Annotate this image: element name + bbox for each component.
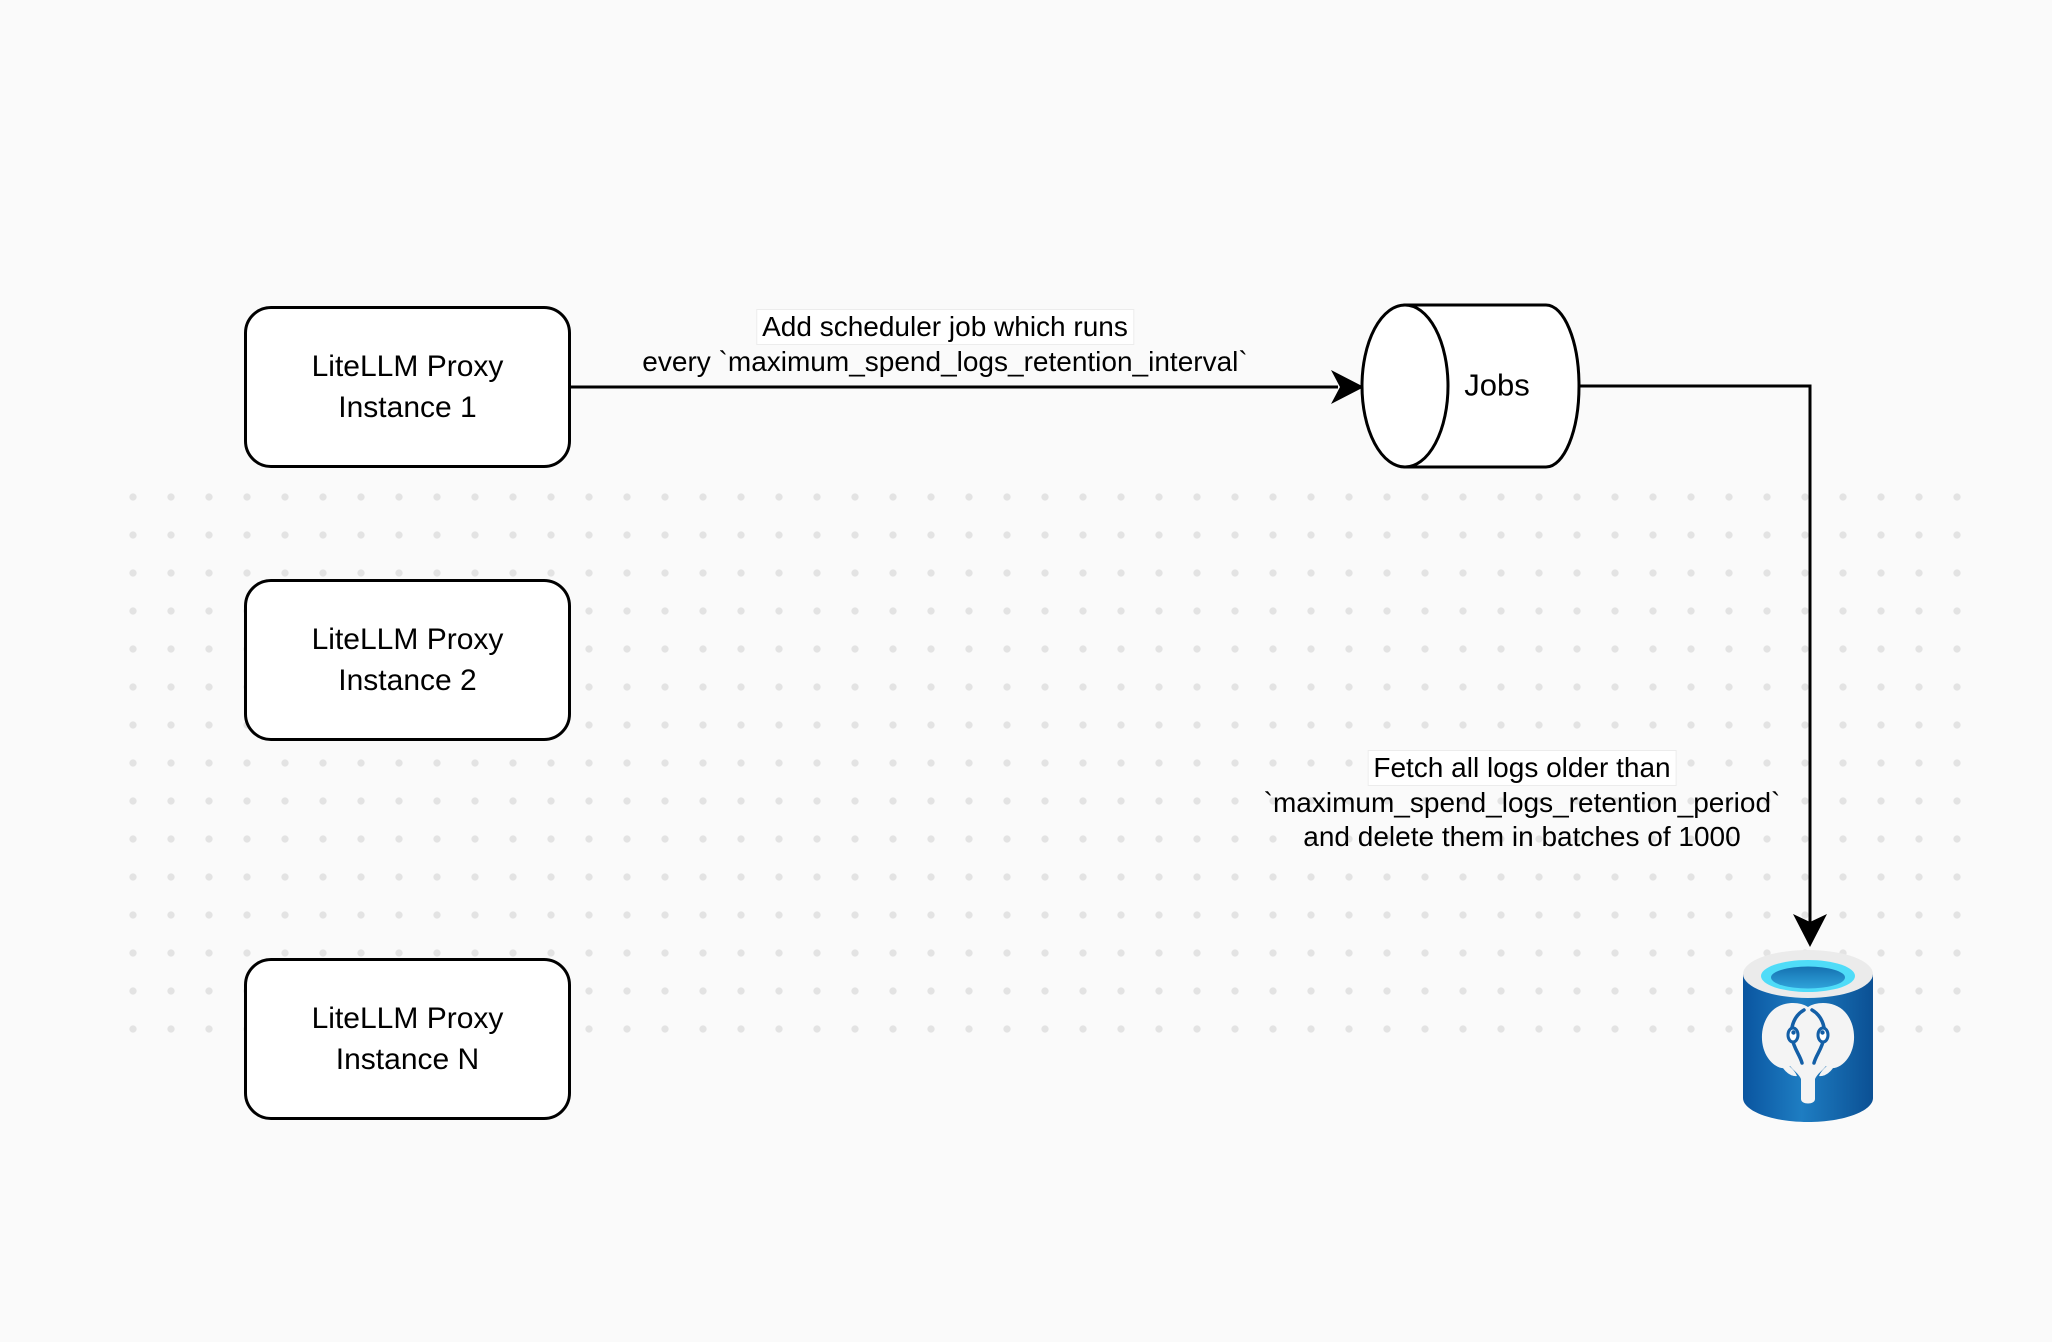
node-label-line: LiteLLM Proxy [311, 623, 504, 656]
delete-arrowhead [1793, 914, 1827, 947]
proxy-instance-2-node: LiteLLM Proxy Instance 2 [244, 579, 571, 741]
jobs-to-postgres-line [1579, 384, 1812, 926]
node-label-line: Instance N [335, 1043, 480, 1076]
proxy-instance-n-node: LiteLLM Proxy Instance N [244, 958, 571, 1120]
postgres-elephant-icon [1761, 1002, 1855, 1104]
node-label-line: LiteLLM Proxy [311, 1002, 504, 1035]
node-label-line: LiteLLM Proxy [311, 350, 504, 383]
edge-label-line: Add scheduler job which runs [756, 309, 1134, 345]
postgres-well [1771, 966, 1845, 989]
edge-label-line: every `maximum_spend_logs_retention_inte… [642, 346, 1248, 377]
jobs-cylinder-cap [1360, 303, 1450, 469]
scheduler-edge-label: Add scheduler job which runs every `maxi… [642, 309, 1248, 379]
edge-label-line: Fetch all logs older than [1367, 750, 1677, 786]
scheduler-arrowhead [1331, 370, 1364, 404]
jobs-node-label: Jobs [1464, 367, 1530, 403]
edge-label-line: `maximum_spend_logs_retention_period` [1263, 787, 1781, 818]
node-label-line: Instance 2 [338, 664, 477, 697]
postgresql-database-icon [1743, 950, 1873, 1122]
delete-logs-edge-label: Fetch all logs older than `maximum_spend… [1263, 750, 1781, 854]
proxy-instance-1-node: LiteLLM Proxy Instance 1 [244, 306, 571, 468]
edge-label-line: and delete them in batches of 1000 [1303, 821, 1741, 852]
node-label-line: Instance 1 [338, 391, 477, 424]
